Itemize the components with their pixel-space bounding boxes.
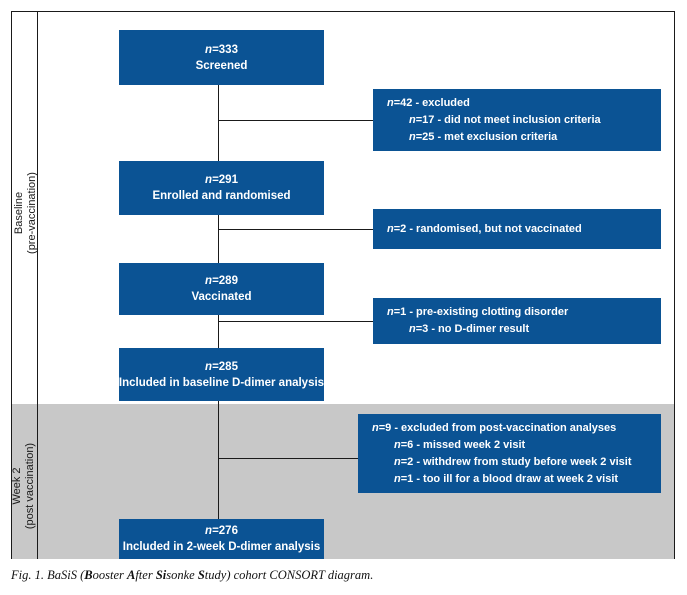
flow-box-screened-label: Screened: [195, 59, 248, 72]
flow-box-screened: n=333 Screened: [119, 30, 324, 85]
caption-text-1: ooster: [92, 568, 127, 582]
caption-text-2: fter: [135, 568, 156, 582]
n-italic: n: [387, 222, 394, 235]
n-italic: n: [205, 525, 213, 537]
exclusion-box-not-vaccinated-2: n=2 - randomised, but not vaccinated: [373, 209, 661, 249]
section-divider-line: [37, 12, 38, 559]
flow-box-vaccinated-count: n=289: [205, 275, 238, 287]
section-label-baseline-line1: Baseline: [13, 191, 25, 235]
caption-prefix: Fig. 1. BaSiS (: [11, 568, 85, 582]
n-italic: n: [394, 455, 401, 468]
n-italic: n: [394, 438, 401, 451]
caption-text-4: tudy) cohort CONSORT diagram.: [204, 568, 374, 582]
n-italic: n: [409, 130, 416, 143]
caption-bold-s: S: [197, 568, 205, 582]
connector-to-not-vaccinated-2: [218, 229, 373, 230]
flow-box-enrolled-label: Enrolled and randomised: [152, 190, 291, 202]
exclusion-main-line: n=1 - pre-existing clotting disorder: [387, 306, 569, 318]
exclusion-sub-line: n=6 - missed week 2 visit: [394, 438, 526, 451]
flow-box-enrolled: n=291 Enrolled and randomised: [119, 161, 324, 215]
flow-box-baseline-analysis: n=285 Included in baseline D-dimer analy…: [119, 348, 324, 401]
n-italic: n: [409, 113, 416, 126]
exclusion-main-line: n=2 - randomised, but not vaccinated: [387, 222, 582, 235]
section-label-week2-line2: (post vaccination): [24, 442, 36, 530]
n-italic: n: [394, 472, 401, 485]
exclusion-sub-line: n=3 - no D-dimer result: [409, 323, 530, 335]
n-italic: n: [387, 96, 394, 109]
n-italic: n: [409, 323, 416, 335]
section-label-baseline-line2: (pre-vaccination): [26, 172, 38, 254]
flow-box-week2-analysis-count: n=276: [205, 525, 238, 537]
flow-box-baseline-analysis-label: Included in baseline D-dimer analysis: [118, 376, 325, 389]
exclusion-box-post-vaccination-9: n=9 - excluded from post-vaccination ana…: [358, 414, 661, 493]
n-italic: n: [205, 360, 213, 373]
caption-bold-si: Si: [155, 568, 167, 582]
flow-box-enrolled-count: n=291: [205, 174, 238, 186]
exclusion-sub-line: n=2 - withdrew from study before week 2 …: [394, 455, 632, 468]
figure-caption: Fig. 1. BaSiS (Booster After Sisonke Stu…: [11, 568, 671, 583]
spine-vaccinated-to-baseline-analysis: [218, 300, 219, 348]
connector-to-excluded-42: [218, 120, 373, 121]
spine-baseline-to-week2-analysis: [218, 390, 219, 520]
flow-box-vaccinated-label: Vaccinated: [191, 291, 252, 303]
flow-box-week2-analysis: n=276 Included in 2-week D-dimer analysi…: [119, 519, 324, 559]
n-italic: n: [205, 43, 213, 56]
exclusion-box-excluded-clotting: n=1 - pre-existing clotting disorder n=3…: [373, 298, 661, 344]
n-italic: n: [205, 174, 213, 186]
flow-box-baseline-analysis-count: n=285: [205, 360, 238, 373]
caption-text-3: sonke: [166, 568, 198, 582]
n-italic: n: [205, 275, 213, 287]
flow-box-screened-count: n=333: [205, 43, 238, 56]
exclusion-box-excluded-42: n=42 - excluded n=17 - did not meet incl…: [373, 89, 661, 151]
spine-enrolled-to-vaccinated: [218, 215, 219, 263]
section-label-week2-line1: Week 2: [11, 467, 23, 505]
exclusion-sub-line: n=17 - did not meet inclusion criteria: [409, 113, 601, 126]
exclusion-main-line: n=42 - excluded: [387, 96, 470, 109]
section-label-baseline: Baseline (pre-vaccination): [13, 153, 39, 273]
n-italic: n: [372, 421, 379, 434]
exclusion-main-line: n=9 - excluded from post-vaccination ana…: [372, 421, 617, 434]
section-label-week2: Week 2 (post vaccination): [11, 426, 37, 546]
flow-box-vaccinated: n=289 Vaccinated: [119, 263, 324, 315]
exclusion-sub-line: n=25 - met exclusion criteria: [409, 130, 558, 143]
flow-box-week2-analysis-label: Included in 2-week D-dimer analysis: [122, 541, 321, 553]
n-italic: n: [387, 306, 394, 318]
connector-to-excluded-post-vaccination: [218, 458, 358, 459]
connector-to-excluded-clotting: [218, 321, 373, 322]
caption-bold-b: B: [84, 568, 93, 582]
spine-screened-to-enrolled: [218, 85, 219, 161]
exclusion-sub-line: n=1 - too ill for a blood draw at week 2…: [394, 472, 619, 485]
caption-bold-a: A: [126, 568, 136, 582]
